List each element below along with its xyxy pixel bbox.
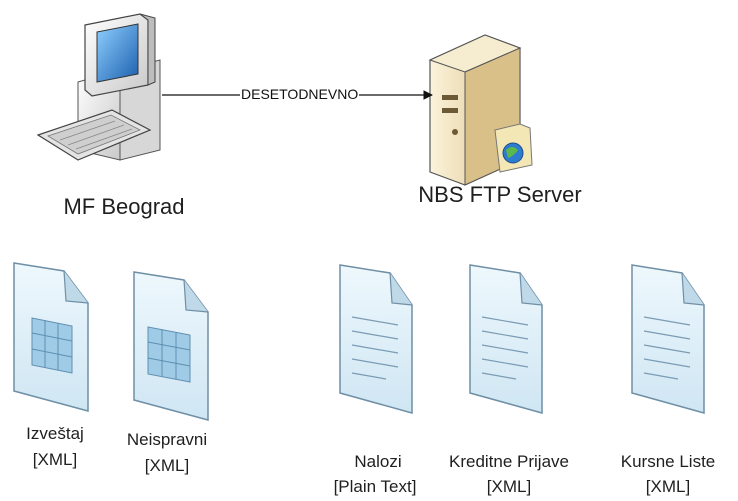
doc-name-izvestaj: Izveštaj bbox=[26, 424, 84, 443]
doc-name-nalozi: Nalozi bbox=[354, 452, 402, 471]
doc-name-kursne-liste: Kursne Liste bbox=[620, 452, 716, 471]
doc-icon-kreditne-prijave bbox=[469, 264, 543, 414]
doc-format-kreditne-prijave: [XML] bbox=[486, 477, 532, 496]
doc-format-izvestaj: [XML] bbox=[32, 450, 78, 469]
doc-name-neispravni: Neispravni bbox=[126, 430, 208, 449]
doc-format-neispravni: [XML] bbox=[144, 456, 190, 475]
edge-label: DESETODNEVNO bbox=[240, 86, 360, 103]
client-label: MF Beograd bbox=[63, 194, 185, 219]
server-icon bbox=[428, 34, 533, 186]
doc-name-kreditne-prijave: Kreditne Prijave bbox=[448, 452, 569, 471]
server-label: NBS FTP Server bbox=[418, 182, 582, 207]
computer-icon bbox=[36, 13, 161, 161]
doc-icon-kursne-liste bbox=[631, 264, 705, 414]
doc-format-kursne-liste: [XML] bbox=[645, 477, 691, 496]
doc-icon-neispravni bbox=[133, 271, 209, 421]
doc-icon-nalozi bbox=[339, 264, 413, 414]
doc-icon-izvestaj bbox=[13, 262, 89, 412]
doc-format-nalozi: [Plain Text] bbox=[333, 477, 417, 496]
